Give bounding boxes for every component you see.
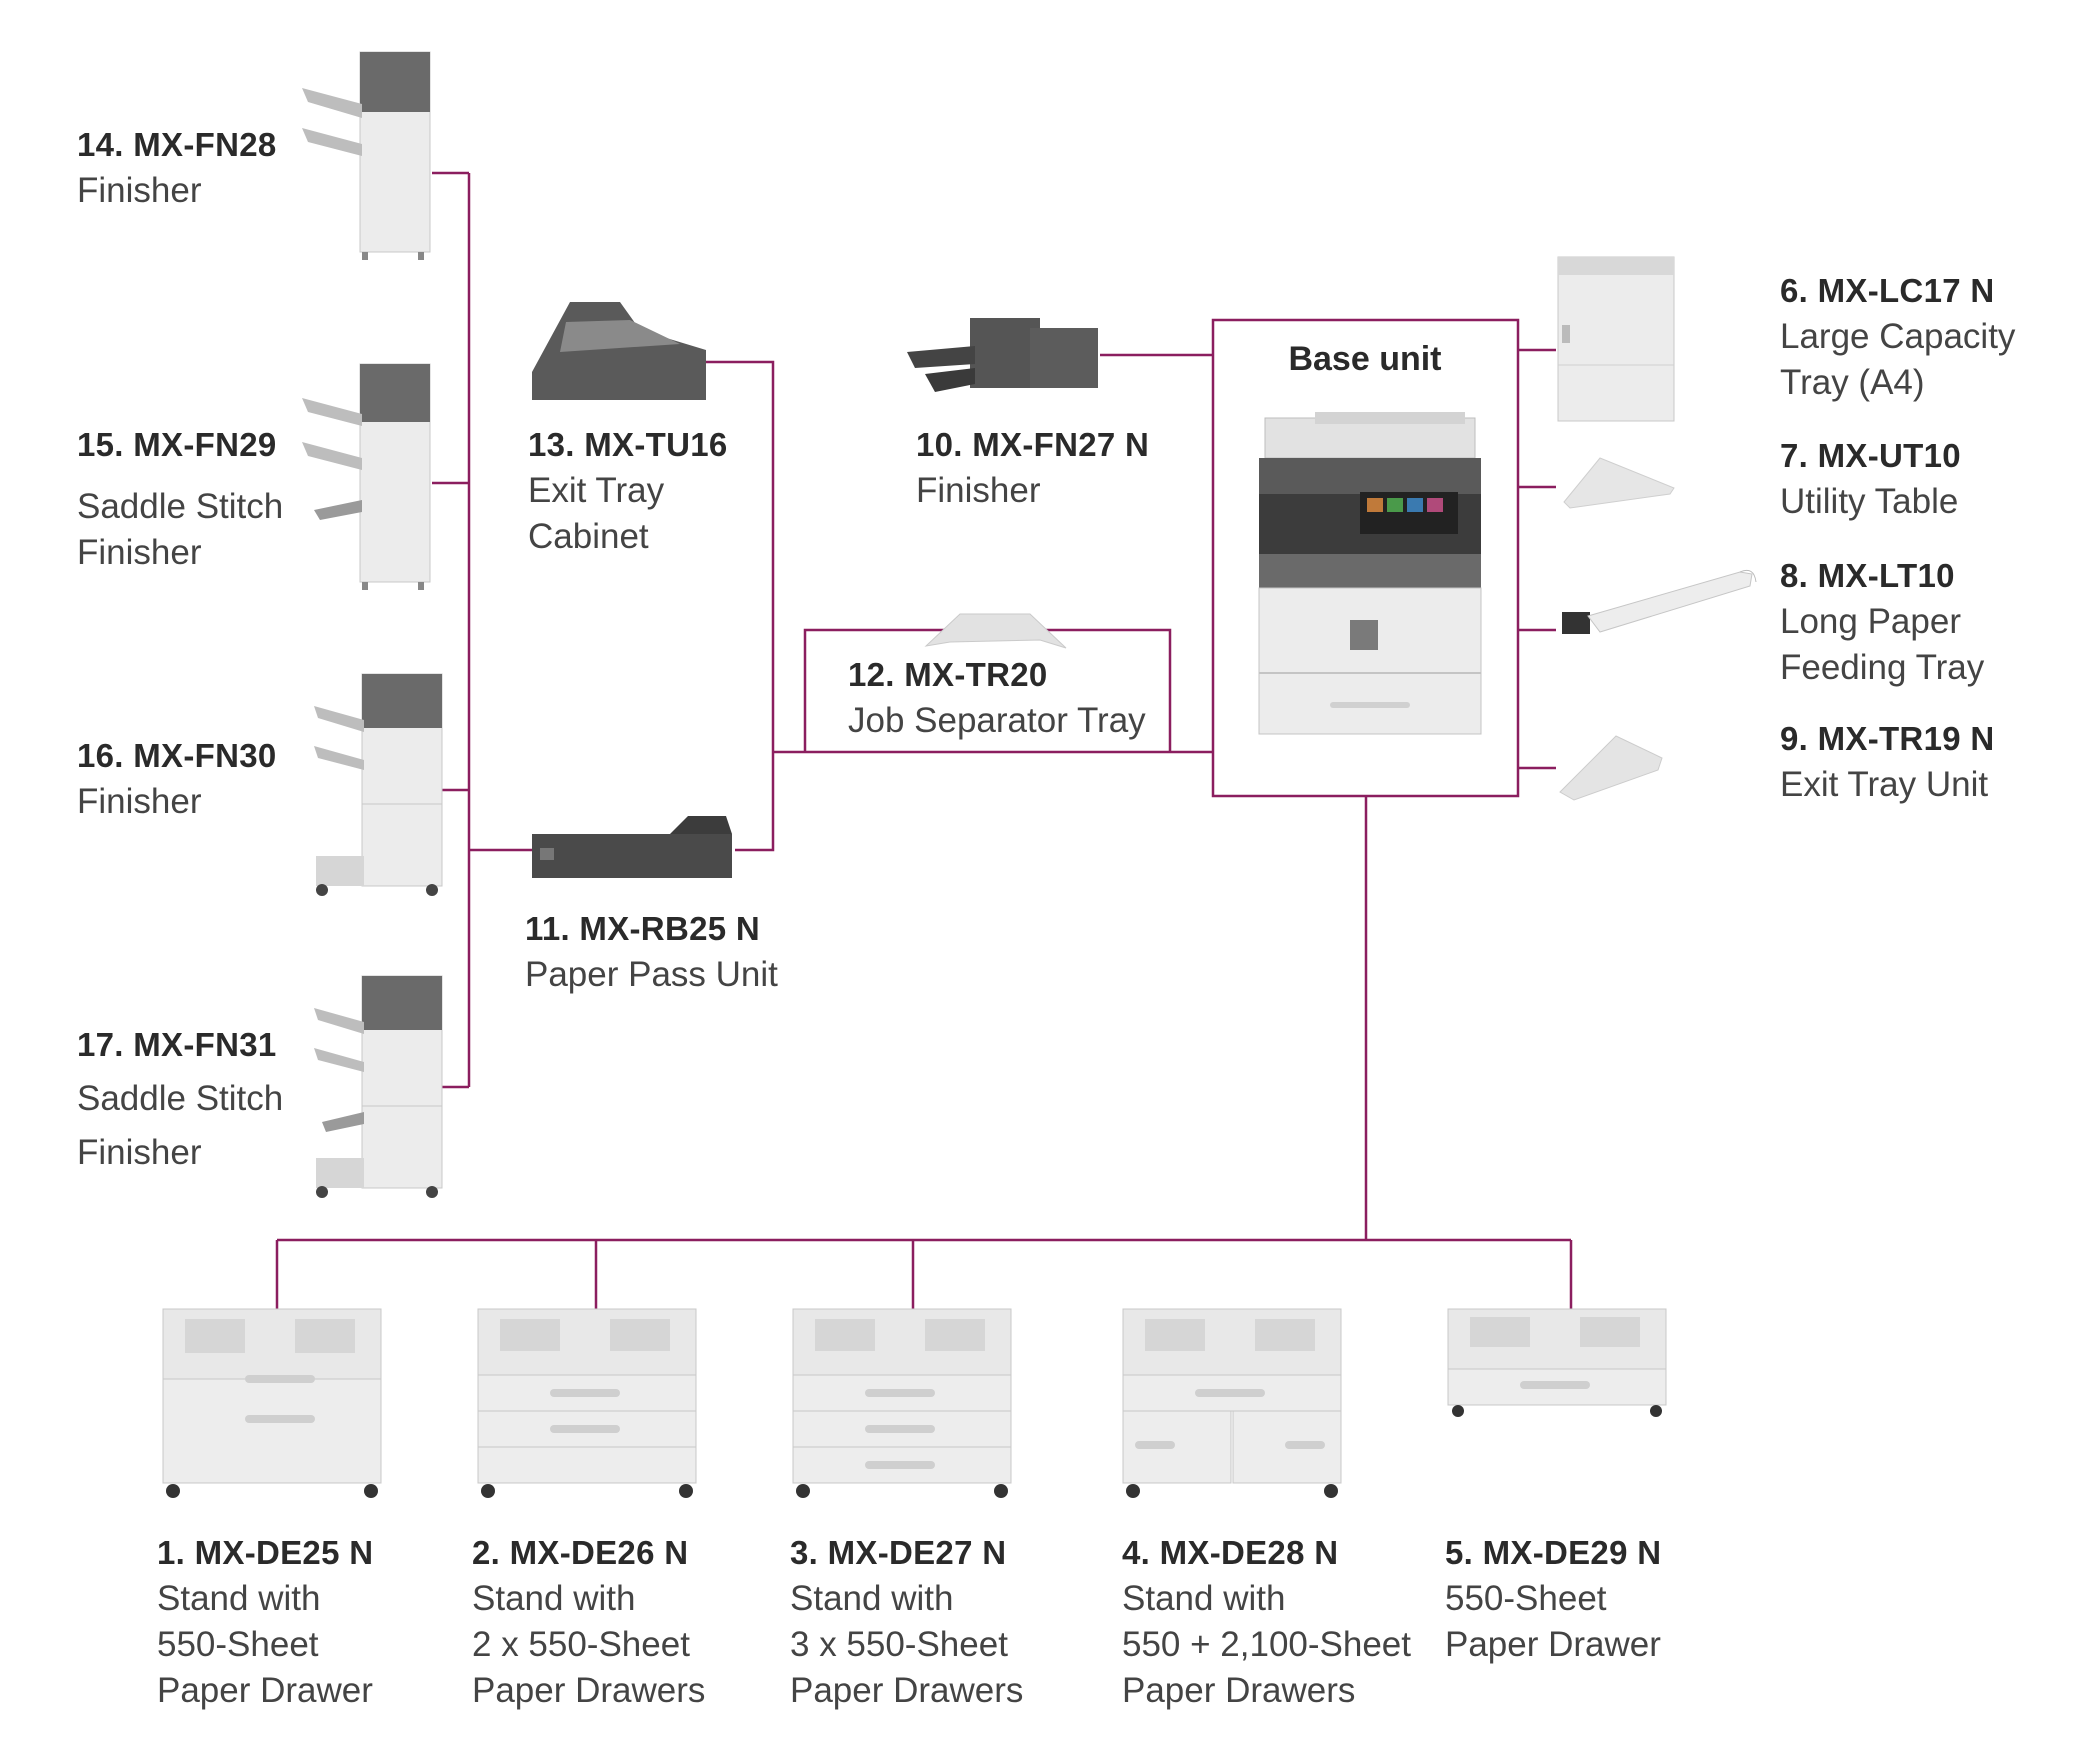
item-9-image [1556,728,1668,802]
item-2-desc-1: Stand with [472,1579,636,1618]
item-9-code: 9. MX-TR19 N [1780,720,1995,757]
item-5-label: 5. MX-DE29 N 550-Sheet Paper Drawer [1445,1530,1661,1668]
item-16-label: 16. MX-FN30 Finisher [77,733,277,825]
item-3-desc-1: Stand with [790,1579,954,1618]
item-6-label: 6. MX-LC17 N Large Capacity Tray (A4) [1780,268,2015,406]
item-7-desc-1: Utility Table [1780,482,1959,521]
item-10-image [905,312,1100,396]
item-15-image [300,360,435,592]
item-9-label: 9. MX-TR19 N Exit Tray Unit [1780,716,1994,808]
item-13-desc-2: Cabinet [528,517,649,556]
item-1-image [155,1305,390,1500]
item-6-image [1556,255,1676,423]
item-1-desc-1: Stand with [157,1579,321,1618]
item-1-desc-2: 550-Sheet [157,1625,319,1664]
item-7-image [1560,452,1678,510]
item-16-code: 16. MX-FN30 [77,737,277,774]
item-13-image [530,300,710,402]
item-17-desc-2: Finisher [77,1133,202,1172]
item-7-code: 7. MX-UT10 [1780,437,1961,474]
item-2-desc-3: Paper Drawers [472,1671,706,1710]
item-8-desc-1: Long Paper [1780,602,1961,641]
item-4-desc-1: Stand with [1122,1579,1286,1618]
item-5-desc-1: 550-Sheet [1445,1579,1607,1618]
item-15-code: 15. MX-FN29 [77,426,277,463]
item-4-image [1115,1305,1350,1500]
item-3-desc-3: Paper Drawers [790,1671,1024,1710]
item-8-image [1560,560,1760,650]
item-17-label: 17. MX-FN31 Saddle Stitch Finisher [77,1022,283,1176]
item-2-desc-2: 2 x 550-Sheet [472,1625,690,1664]
item-1-code: 1. MX-DE25 N [157,1534,374,1571]
item-11-desc-1: Paper Pass Unit [525,955,778,994]
item-2-label: 2. MX-DE26 N Stand with 2 x 550-Sheet Pa… [472,1530,705,1714]
item-16-desc-1: Finisher [77,782,202,821]
item-7-label: 7. MX-UT10 Utility Table [1780,433,1961,525]
item-13-label: 13. MX-TU16 Exit Tray Cabinet [528,422,728,560]
item-11-code: 11. MX-RB25 N [525,910,760,947]
item-4-desc-3: Paper Drawers [1122,1671,1356,1710]
item-11-image [530,812,735,886]
item-3-code: 3. MX-DE27 N [790,1534,1007,1571]
item-15-label: 15. MX-FN29 Saddle Stitch Finisher [77,422,283,576]
item-1-label: 1. MX-DE25 N Stand with 550-Sheet Paper … [157,1530,373,1714]
item-8-code: 8. MX-LT10 [1780,557,1955,594]
item-4-desc-2: 550 + 2,100-Sheet [1122,1625,1411,1664]
item-6-code: 6. MX-LC17 N [1780,272,1995,309]
item-10-label: 10. MX-FN27 N Finisher [916,422,1149,514]
item-5-code: 5. MX-DE29 N [1445,1534,1662,1571]
item-12-desc-1: Job Separator Tray [848,701,1146,740]
item-5-image [1440,1305,1675,1420]
item-3-image [785,1305,1020,1500]
item-6-desc-1: Large Capacity [1780,317,2016,356]
item-14-code: 14. MX-FN28 [77,126,277,163]
item-13-desc-1: Exit Tray [528,471,665,510]
item-10-desc-1: Finisher [916,471,1041,510]
item-4-code: 4. MX-DE28 N [1122,1534,1339,1571]
item-15-desc-2: Finisher [77,533,202,572]
item-8-desc-2: Feeding Tray [1780,648,1985,687]
item-6-desc-2: Tray (A4) [1780,363,1925,402]
item-15-desc-1: Saddle Stitch [77,487,284,526]
item-2-image [470,1305,705,1500]
item-11-label: 11. MX-RB25 N Paper Pass Unit [525,906,778,998]
item-2-code: 2. MX-DE26 N [472,1534,689,1571]
item-3-label: 3. MX-DE27 N Stand with 3 x 550-Sheet Pa… [790,1530,1023,1714]
item-5-desc-2: Paper Drawer [1445,1625,1661,1664]
base-unit-title: Base unit [1288,340,1442,378]
item-17-image [312,972,452,1202]
item-14-image [300,48,435,263]
item-16-image [312,670,452,900]
item-17-code: 17. MX-FN31 [77,1026,277,1063]
item-12-code: 12. MX-TR20 [848,656,1048,693]
item-12-image [920,610,1070,654]
item-17-desc-1: Saddle Stitch [77,1079,284,1118]
item-3-desc-2: 3 x 550-Sheet [790,1625,1008,1664]
item-13-code: 13. MX-TU16 [528,426,728,463]
item-4-label: 4. MX-DE28 N Stand with 550 + 2,100-Shee… [1122,1530,1411,1714]
base-unit-image [1255,410,1485,740]
item-9-desc-1: Exit Tray Unit [1780,765,1989,804]
item-1-desc-3: Paper Drawer [157,1671,373,1710]
item-12-label: 12. MX-TR20 Job Separator Tray [848,652,1146,744]
item-10-code: 10. MX-FN27 N [916,426,1150,463]
item-14-label: 14. MX-FN28 Finisher [77,122,277,214]
item-14-desc-1: Finisher [77,171,202,210]
item-8-label: 8. MX-LT10 Long Paper Feeding Tray [1780,553,1984,691]
wire-13 [706,360,775,852]
